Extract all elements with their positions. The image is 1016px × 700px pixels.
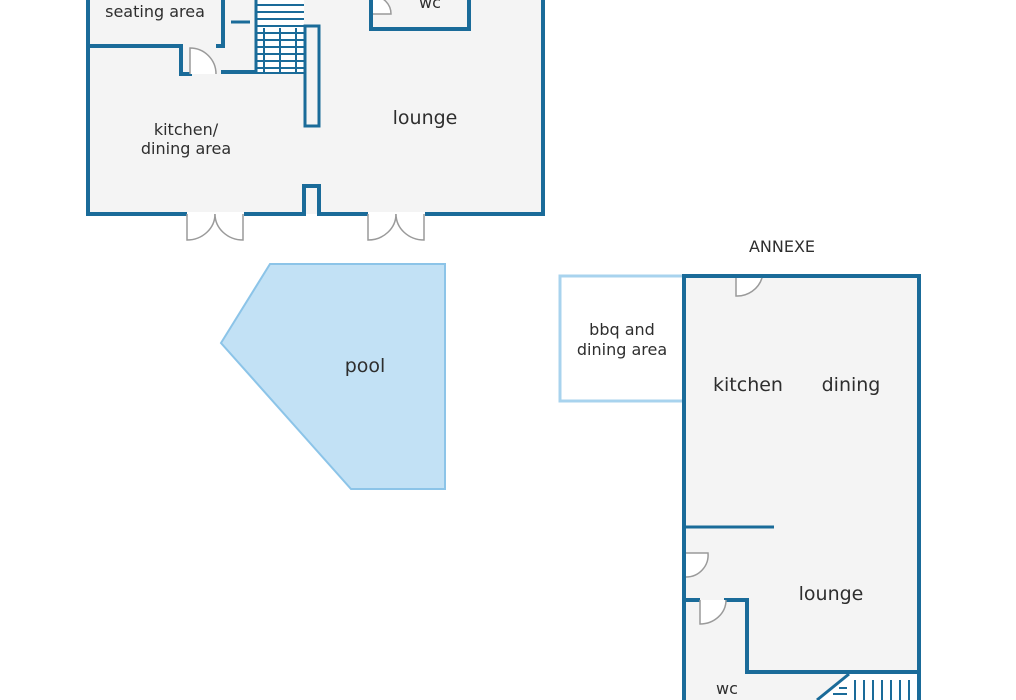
pool: pool bbox=[219, 263, 446, 490]
kitchen-patio-door bbox=[186, 212, 244, 241]
annexe-staircase bbox=[816, 672, 917, 700]
main-wc-wall bbox=[369, 0, 471, 31]
annexe-entrance-door bbox=[735, 277, 763, 297]
main-wc-door bbox=[373, 0, 392, 15]
lounge-patio-door bbox=[367, 212, 425, 241]
annexe-wc-wall bbox=[682, 598, 921, 674]
annexe-side-door bbox=[685, 552, 709, 578]
pool-label: pool bbox=[345, 355, 386, 377]
pool-shape bbox=[219, 263, 446, 490]
annexe-wc-label: wc bbox=[716, 679, 738, 698]
annexe-title: ANNEXE bbox=[749, 237, 815, 256]
kitchen-dining-label-line2: dining area bbox=[141, 139, 231, 158]
bbq-label-line1: bbq and bbox=[589, 320, 655, 339]
annexe-outer-wall bbox=[682, 274, 921, 700]
seating-area-label: seating area bbox=[105, 2, 205, 21]
main-house-outer-wall bbox=[86, 0, 545, 216]
annexe-floor bbox=[684, 276, 919, 700]
annexe-wc-door bbox=[699, 599, 727, 625]
main-wc-label: wc bbox=[419, 0, 441, 12]
annexe: ANNEXE bbox=[558, 237, 921, 700]
main-house-staircase bbox=[231, 0, 321, 128]
seating-area-wall-right bbox=[216, 0, 225, 48]
annexe-dining-label: dining bbox=[822, 374, 881, 396]
kitchen-dining-label-line1: kitchen/ bbox=[154, 120, 219, 139]
bbq-label-line2: dining area bbox=[577, 340, 667, 359]
seating-area-door bbox=[189, 47, 217, 75]
main-lounge-label: lounge bbox=[393, 107, 458, 129]
annexe-kitchen-label: kitchen bbox=[713, 374, 783, 396]
seating-area-wall bbox=[86, 44, 192, 76]
annexe-lounge-label: lounge bbox=[799, 583, 864, 605]
main-house: seating area wc kitchen/ dining area lou… bbox=[86, 0, 545, 241]
